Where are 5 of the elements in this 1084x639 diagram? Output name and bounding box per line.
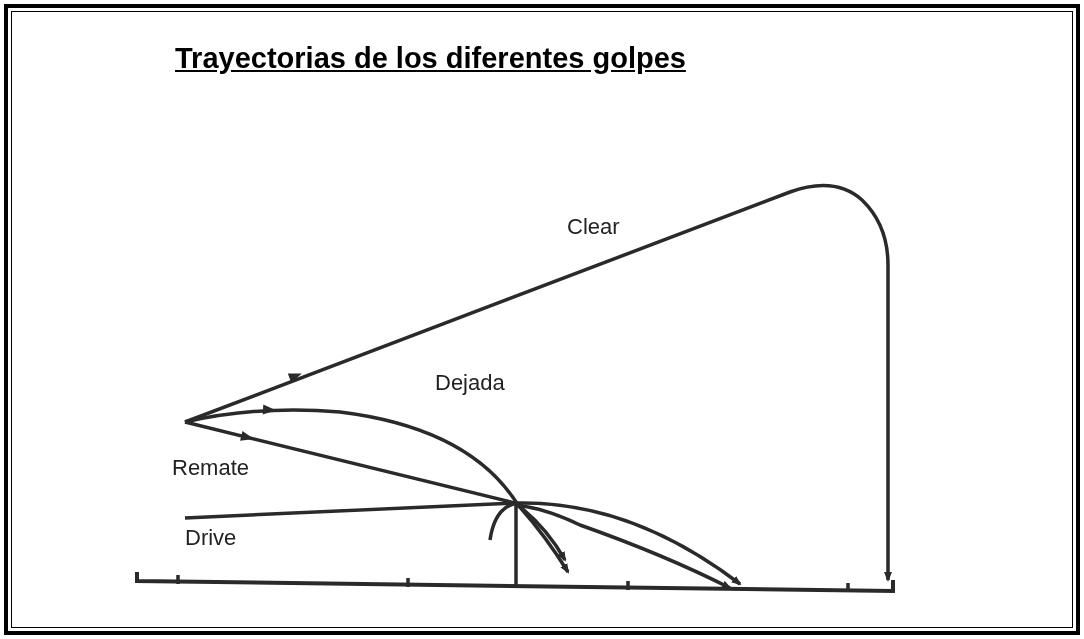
shot-label: Drive [185, 525, 237, 551]
shot-label: Clear [567, 214, 620, 240]
title: Trayectorias de los diferentes golpes [175, 42, 686, 75]
shot-label: Remate [172, 455, 250, 481]
shot-label: Dejada [435, 370, 505, 396]
